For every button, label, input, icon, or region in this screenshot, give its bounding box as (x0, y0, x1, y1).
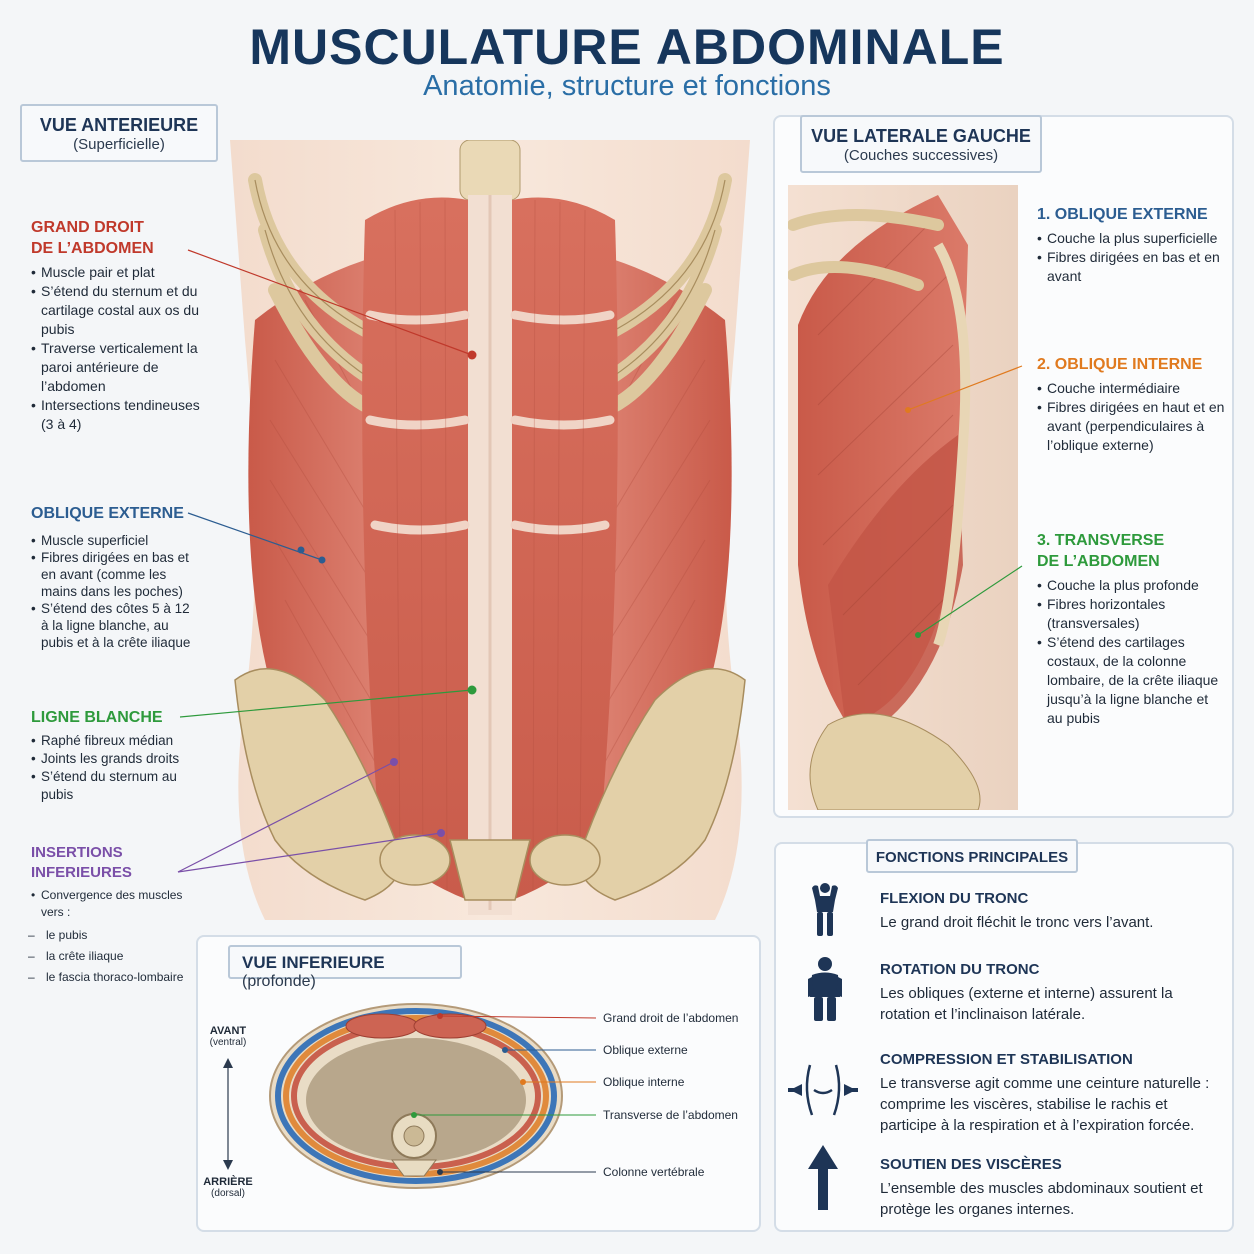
page-subtitle: Anatomie, structure et fonctions (423, 70, 831, 102)
list-item: le pubis (28, 927, 196, 944)
axis-top-sub: (ventral) (209, 1037, 247, 1048)
layer-heading: 2. OBLIQUE INTERNE (1037, 356, 1203, 373)
bullet-list: Convergence des muscles vers : le pubis … (28, 887, 196, 986)
annotation-insertions: INSERTIONS INFERIEURES Convergence des m… (28, 843, 196, 986)
annotation-grand-droit: GRAND DROIT DE L’ABDOMEN Muscle pair et … (31, 217, 201, 434)
axis-bottom-sub: (dorsal) (211, 1188, 245, 1199)
list-item: Fibres dirigées en haut et en avant (per… (1037, 398, 1227, 455)
axis-top-text: AVANT (209, 1025, 247, 1037)
cs-label-oblique-interne: Oblique interne (603, 1075, 685, 1089)
cs-label-transverse: Transverse de l’abdomen (603, 1108, 738, 1122)
list-item: Convergence des muscles vers : (31, 887, 196, 921)
layer-oblique-interne: 2. OBLIQUE INTERNE Couche intermédiaire … (1037, 354, 1227, 455)
function-rotation: ROTATION DU TRONC Les obliques (externe … (880, 959, 1220, 1025)
annotation-oblique-externe: OBLIQUE EXTERNE Muscle superficiel Fibre… (31, 503, 196, 651)
heading-line: INFERIEURES (31, 864, 132, 881)
list-item: S’étend des cartilages costaux, de la co… (1037, 633, 1227, 728)
list-item: Fibres dirigées en bas et en avant (comm… (31, 549, 196, 600)
list-item: Traverse verticalement la paroi antérieu… (31, 339, 201, 396)
list-item: Intersections tendineuses (3 à 4) (31, 396, 201, 434)
anterior-view-title: VUE ANTERIEURE (39, 115, 199, 135)
list-item: Couche la plus profonde (1037, 576, 1227, 595)
cs-label-grand-droit: Grand droit de l’abdomen (603, 1011, 739, 1025)
heading-line: 3. TRANSVERSE (1037, 532, 1165, 549)
axis-top-label: AVANT (ventral) (205, 1025, 251, 1048)
function-flexion: FLEXION DU TRONC Le grand droit fléchit … (880, 888, 1220, 933)
list-item: Muscle superficiel (31, 532, 196, 549)
list-item: Couche intermédiaire (1037, 379, 1227, 398)
inferior-view-title: VUE INFERIEURE (242, 953, 385, 972)
list-item: Joints les grands droits (31, 750, 196, 768)
bullet-list: Couche la plus profonde Fibres horizonta… (1037, 576, 1227, 728)
rotation-figure-icon (808, 957, 842, 1021)
bullet-list: Raphé fibreux médian Joints les grands d… (31, 732, 196, 804)
function-soutien: SOUTIEN DES VISCÈRES L’ensemble des musc… (880, 1154, 1220, 1220)
list-item: Fibres horizontales (transversales) (1037, 595, 1227, 633)
list-item: Fibres dirigées en bas et en avant (1037, 248, 1227, 286)
layer-transverse: 3. TRANSVERSE DE L’ABDOMEN Couche la plu… (1037, 530, 1227, 728)
flexion-figure-icon (812, 883, 838, 936)
annotation-heading: OBLIQUE EXTERNE (31, 505, 184, 522)
list-item: Muscle pair et plat (31, 263, 201, 282)
function-heading: SOUTIEN DES VISCÈRES (880, 1156, 1062, 1173)
annotation-heading: INSERTIONS INFERIEURES (31, 843, 196, 883)
function-text: L’ensemble des muscles abdominaux soutie… (880, 1180, 1203, 1218)
list-item: Raphé fibreux médian (31, 732, 196, 750)
cs-label-oblique-externe: Oblique externe (603, 1043, 688, 1057)
bullet-list: Muscle pair et plat S’étend du sternum e… (31, 263, 201, 434)
page-title: MUSCULATURE ABDOMINALE (249, 19, 1005, 75)
anterior-view-subtitle: (Superficielle) (73, 136, 165, 153)
lateral-abdomen-illustration (788, 185, 1018, 810)
layer-oblique-externe: 1. OBLIQUE EXTERNE Couche la plus superf… (1037, 204, 1227, 286)
list-item: S’étend des côtes 5 à 12 à la ligne blan… (31, 600, 196, 651)
annotation-heading: GRAND DROIT DE L’ABDOMEN (31, 217, 201, 259)
up-arrow-icon (808, 1145, 838, 1210)
function-text: Le grand droit fléchit le tronc vers l’a… (880, 914, 1154, 931)
function-heading: ROTATION DU TRONC (880, 961, 1040, 978)
functions-label: FONCTIONS PRINCIPALES (866, 839, 1078, 873)
list-item: S’étend du sternum au pubis (31, 768, 196, 804)
inferior-view-label: VUE INFERIEURE (profonde) (228, 945, 462, 990)
function-heading: FLEXION DU TRONC (880, 890, 1029, 907)
lateral-view-subtitle: (Couches successives) (843, 147, 999, 164)
function-heading: COMPRESSION ET STABILISATION (880, 1051, 1133, 1068)
functions-title: FONCTIONS PRINCIPALES (875, 849, 1069, 866)
heading-line: INSERTIONS (31, 844, 123, 861)
bullet-list: Couche intermédiaire Fibres dirigées en … (1037, 379, 1227, 455)
function-text: Les obliques (externe et interne) assure… (880, 985, 1173, 1023)
inferior-view-suffix: (profonde) (242, 973, 316, 990)
function-text: Le transverse agit comme une ceinture na… (880, 1075, 1210, 1134)
list-item: S’étend du sternum et du cartilage costa… (31, 282, 201, 339)
heading-line: DE L’ABDOMEN (1037, 553, 1160, 570)
bullet-list: Muscle superficiel Fibres dirigées en ba… (31, 532, 196, 651)
heading-line: DE L’ABDOMEN (31, 240, 154, 257)
lateral-view-label: VUE LATERALE GAUCHE (Couches successives… (800, 115, 1042, 173)
compression-icon (788, 1064, 858, 1116)
heading-line: GRAND DROIT (31, 219, 144, 236)
axis-bottom-label: ARRIÈRE (dorsal) (200, 1176, 256, 1199)
list-item: Couche la plus superficielle (1037, 229, 1227, 248)
lateral-view-title: VUE LATERALE GAUCHE (811, 126, 1031, 146)
bullet-list: Couche la plus superficielle Fibres diri… (1037, 229, 1227, 286)
cs-label-colonne: Colonne vertébrale (603, 1165, 705, 1179)
list-item: la crête iliaque (28, 948, 196, 965)
axis-bottom-text: ARRIÈRE (203, 1176, 253, 1188)
anterior-abdomen-illustration (230, 140, 750, 920)
list-item: le fascia thoraco-lombaire (28, 969, 196, 986)
layer-heading: 1. OBLIQUE EXTERNE (1037, 206, 1208, 223)
layer-heading: 3. TRANSVERSE DE L’ABDOMEN (1037, 530, 1227, 572)
annotation-heading: LIGNE BLANCHE (31, 709, 163, 726)
annotation-ligne-blanche: LIGNE BLANCHE Raphé fibreux médian Joint… (31, 707, 196, 804)
anterior-view-label: VUE ANTERIEURE (Superficielle) (20, 104, 218, 162)
functions-panel (774, 842, 1234, 1232)
function-compression: COMPRESSION ET STABILISATION Le transver… (880, 1049, 1220, 1136)
